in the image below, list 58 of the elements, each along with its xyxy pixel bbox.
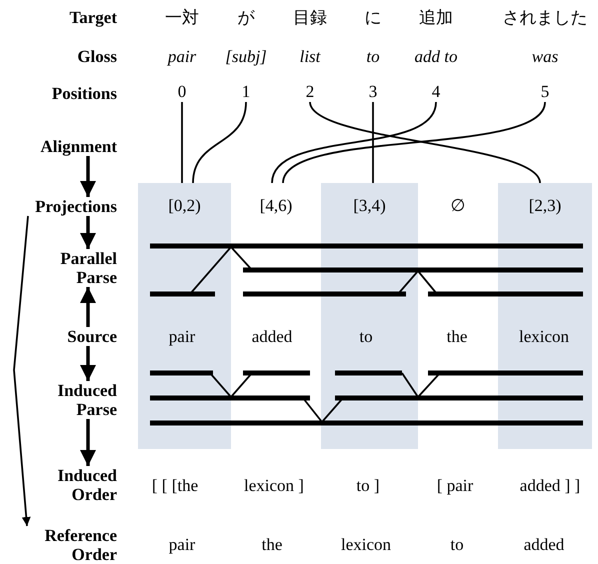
alignment-line	[271, 102, 437, 184]
row-heading: Gloss	[76, 47, 117, 66]
alignment-line	[192, 102, 247, 184]
source-word: pair	[168, 327, 196, 347]
reference-word: the	[262, 535, 282, 555]
projection-span: [4,6)	[231, 183, 321, 229]
target-word: されました	[502, 8, 588, 28]
arrow	[80, 287, 96, 327]
gloss-word: list	[300, 47, 320, 67]
position-number: 0	[178, 82, 186, 102]
target-word: が	[238, 8, 254, 28]
induced-order-token: lexicon ]	[244, 476, 304, 496]
row-heading: Induced Order	[22, 466, 117, 504]
induced-order-token: [ [ [the	[152, 476, 198, 496]
row-heading: Target	[68, 8, 117, 27]
reference-word: to	[450, 535, 464, 555]
position-number: 5	[540, 82, 550, 102]
projection-span: ∅	[418, 183, 498, 229]
induced-order-token: added ] ]	[520, 476, 580, 496]
projection-span: [2,3)	[498, 183, 592, 229]
arrow	[80, 216, 96, 249]
position-number: 4	[432, 82, 440, 102]
gloss-word: pair	[168, 47, 196, 67]
arrow	[80, 419, 96, 466]
reference-word: pair	[168, 535, 196, 555]
induced-order-token: to ]	[356, 476, 380, 496]
row-heading: Parallel Parse	[22, 249, 117, 287]
reference-word: lexicon	[340, 535, 392, 555]
alignment-line	[372, 102, 374, 183]
row-heading: Source	[22, 327, 117, 346]
target-word: に	[364, 8, 382, 28]
source-word: to	[359, 327, 373, 347]
gloss-word: to	[366, 47, 380, 67]
row-heading: Projections	[22, 197, 117, 216]
position-number: 2	[306, 82, 314, 102]
alignment-line	[181, 102, 183, 183]
target-word: 目録	[293, 8, 327, 28]
arrow	[80, 156, 96, 197]
arrow	[13, 216, 31, 526]
source-word: lexicon	[518, 327, 570, 347]
position-number: 3	[368, 82, 378, 102]
row-heading: Induced Parse	[22, 381, 117, 419]
target-word: 一対	[165, 8, 199, 28]
row-heading: Positions	[50, 84, 117, 103]
gloss-word: add to	[414, 47, 458, 67]
arrow	[80, 346, 96, 381]
induced-order-token: [ pair	[436, 476, 474, 496]
source-word: added	[252, 327, 292, 347]
row-heading: Alignment	[22, 137, 117, 156]
source-word: the	[446, 327, 468, 347]
position-number: 1	[242, 82, 250, 102]
gloss-word: was	[532, 47, 558, 67]
gloss-word: [subj]	[225, 47, 267, 67]
projection-span: [3,4)	[321, 183, 418, 229]
row-heading: Reference Order	[22, 526, 117, 564]
target-word: 追加	[419, 8, 453, 28]
projection-span: [0,2)	[138, 183, 231, 229]
reference-word: added	[524, 535, 564, 555]
